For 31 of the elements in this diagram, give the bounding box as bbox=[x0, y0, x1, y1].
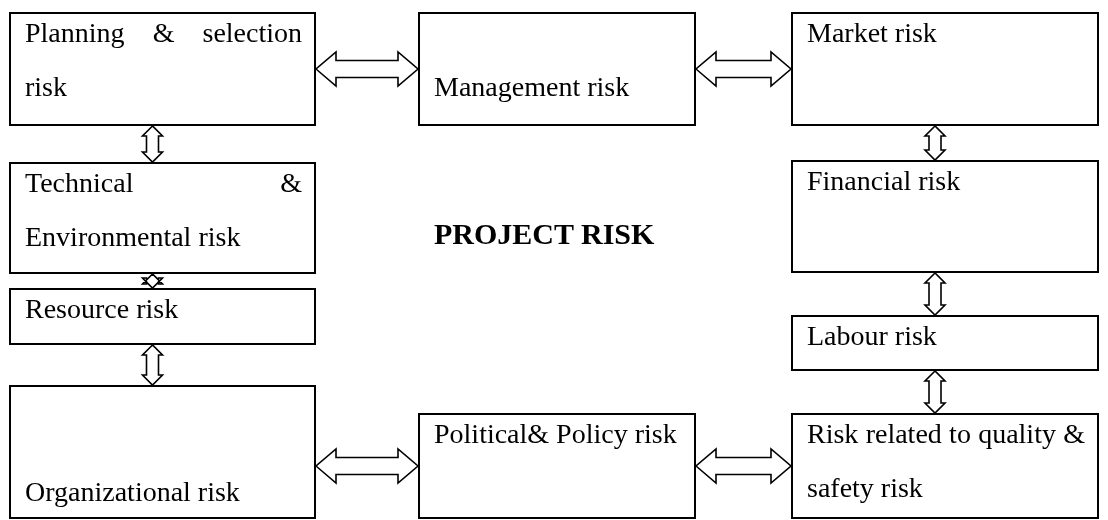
box-label: Political& Policy risk bbox=[434, 417, 678, 451]
risk-box bbox=[791, 160, 1099, 273]
risk-box bbox=[418, 12, 696, 126]
double-arrow bbox=[694, 50, 793, 88]
box-label: Organizational risk bbox=[25, 475, 241, 509]
double-arrow bbox=[314, 50, 420, 88]
double-arrow bbox=[140, 124, 165, 164]
double-arrow bbox=[314, 447, 420, 485]
box-label: Financial risk bbox=[807, 164, 962, 198]
double-arrow bbox=[140, 272, 165, 290]
risk-box bbox=[9, 12, 316, 126]
risk-box bbox=[9, 162, 316, 274]
box-label: Management risk bbox=[434, 70, 631, 104]
box-label: Technical & Environmental risk bbox=[25, 166, 302, 254]
box-label: Resource risk bbox=[25, 292, 180, 326]
box-label: Planning & selection risk bbox=[25, 16, 302, 104]
risk-box bbox=[791, 315, 1099, 371]
risk-box bbox=[9, 288, 316, 345]
double-arrow bbox=[923, 271, 947, 317]
risk-box bbox=[791, 413, 1099, 519]
box-label: Market risk bbox=[807, 16, 938, 50]
double-arrow bbox=[140, 343, 165, 387]
box-label: Labour risk bbox=[807, 319, 938, 353]
box-label: Risk related to quality & safety risk bbox=[807, 417, 1085, 505]
double-arrow bbox=[923, 369, 947, 415]
diagram-title: PROJECT RISK bbox=[434, 217, 655, 251]
risk-box bbox=[418, 413, 696, 519]
double-arrow bbox=[694, 447, 793, 485]
risk-box bbox=[9, 385, 316, 519]
risk-box bbox=[791, 12, 1099, 126]
double-arrow bbox=[923, 124, 947, 162]
